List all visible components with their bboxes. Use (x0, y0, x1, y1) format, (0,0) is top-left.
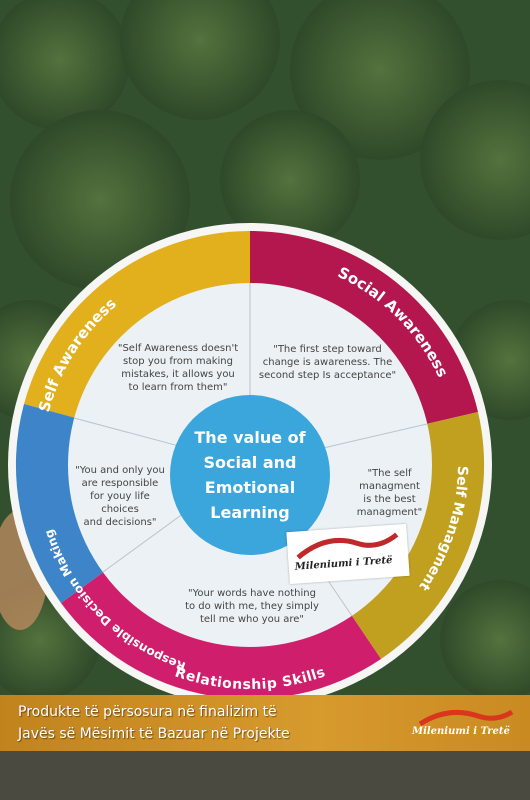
quote-line: to learn from them" (128, 382, 228, 393)
quote-responsible-decision: "You and only you are responsible for yo… (70, 464, 170, 529)
quote-line: "Self Awareness doesn't (117, 343, 239, 354)
quote-line: stop you from making (123, 356, 233, 367)
center-line-3: Emotional (204, 478, 296, 497)
quote-social-awareness: "The first step toward change is awarene… (250, 343, 405, 382)
quote-line: to do with me, they simply (185, 601, 319, 612)
quote-line: "The first step toward (273, 344, 382, 355)
quote-line: "You and only you (75, 465, 165, 476)
quote-self-awareness: "Self Awareness doesn't stop you from ma… (108, 342, 248, 394)
quote-line: managment (359, 481, 420, 492)
banner-line-2: Javës së Mësimit të Bazuar në Projekte (18, 726, 290, 742)
quote-line: choices (101, 504, 139, 515)
center-line-2: Social and (203, 453, 297, 472)
quote-line: is the best (363, 494, 416, 505)
banner-caption: Produkte të përsosura në finalizim të Ja… (18, 701, 290, 745)
quote-line: for youy life (90, 491, 150, 502)
caption-banner (0, 695, 530, 751)
wheel-center-disk (170, 395, 330, 555)
center-line-1: The value of (194, 428, 306, 447)
quote-line: "The self (367, 468, 412, 479)
center-title: The value of Social and Emotional Learni… (175, 425, 325, 525)
quote-self-managment: "The self managment is the best managmen… (352, 467, 427, 519)
quote-line: are responsible (81, 478, 159, 489)
quote-line: tell me who you are" (199, 614, 305, 625)
quote-line: mistakes, it allows you (121, 369, 235, 380)
quote-line: "Your words have nothing (188, 588, 316, 599)
logo-swoosh-icon (296, 532, 399, 560)
banner-logo-text: Mileniumi i Tretë (412, 726, 510, 737)
quote-relationship-skills: "Your words have nothing to do with me, … (182, 587, 322, 626)
banner-line-1: Produkte të përsosura në finalizim të (18, 704, 277, 720)
quote-line: second step Is acceptance" (258, 370, 397, 381)
quote-line: managment" (356, 507, 423, 518)
quote-line: change is awareness. The (262, 357, 393, 368)
logo-sticker: Mileniumi i Tretë (286, 523, 410, 585)
center-line-4: Learning (210, 503, 290, 522)
quote-line: and decisions" (83, 517, 157, 528)
banner-logo-swoosh-icon (418, 709, 514, 727)
banner-logo: Mileniumi i Tretë (408, 704, 518, 744)
